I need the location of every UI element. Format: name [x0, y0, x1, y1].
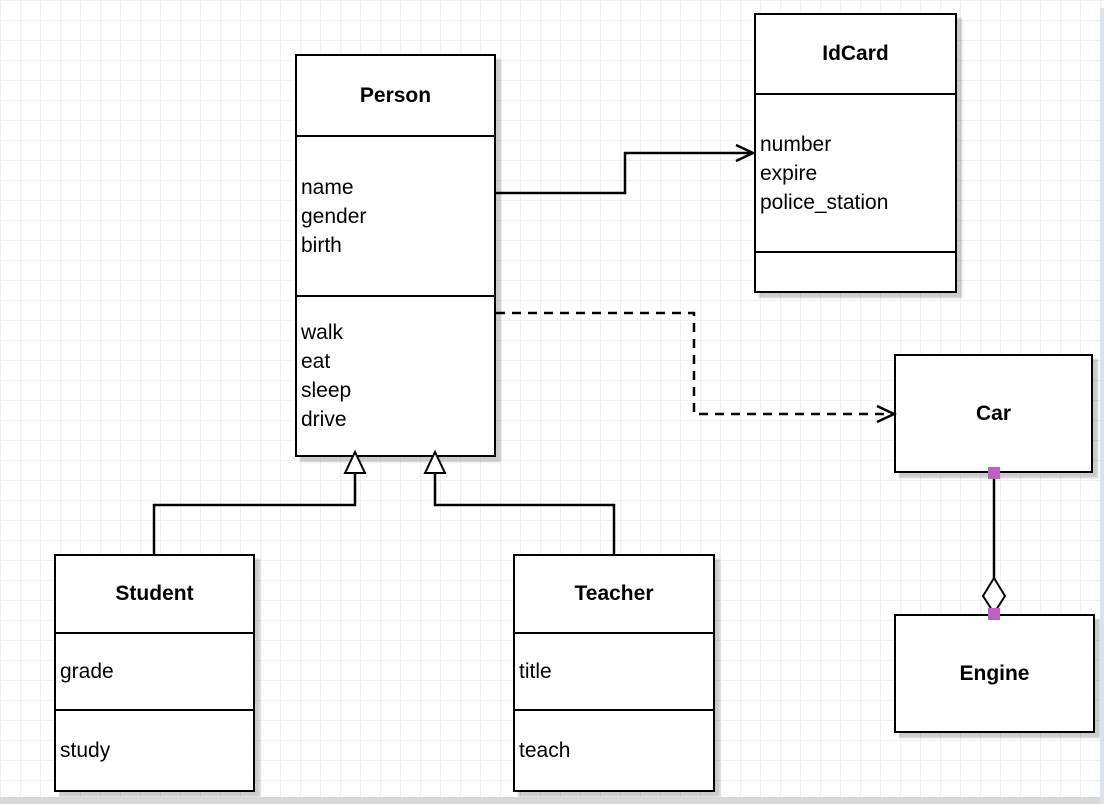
- attribute: grade: [60, 660, 114, 683]
- edge-student-person[interactable]: [152, 449, 367, 554]
- class-teacher-title: Teacher: [574, 582, 654, 605]
- class-engine[interactable]: Engine: [894, 614, 1095, 733]
- edge-teacher-person[interactable]: [423, 449, 616, 554]
- canvas-right-edge: [1100, 8, 1104, 804]
- canvas-bottom-edge: [0, 797, 1104, 804]
- edge-car-engine[interactable]: [981, 467, 1007, 620]
- class-teacher[interactable]: Teacher title teach: [513, 554, 715, 792]
- method: drive: [301, 408, 347, 431]
- attribute: gender: [301, 204, 367, 228]
- class-idcard-methods-empty: [756, 251, 955, 291]
- open-arrow-icon: [735, 143, 756, 163]
- class-person-title: Person: [359, 83, 432, 107]
- class-car-title: Car: [975, 401, 1012, 425]
- method: study: [60, 739, 111, 762]
- attribute: expire: [760, 161, 818, 185]
- open-arrow-icon: [876, 404, 897, 424]
- attribute: number: [760, 132, 832, 156]
- class-person[interactable]: Person name gender birth walk eat sleep …: [295, 54, 496, 457]
- class-engine-title: Engine: [959, 661, 1030, 685]
- attribute: title: [519, 660, 552, 683]
- hollow-diamond-icon: [981, 576, 1007, 615]
- class-car[interactable]: Car: [894, 354, 1093, 473]
- method: sleep: [301, 379, 352, 402]
- attribute: birth: [301, 233, 342, 257]
- edge-person-car[interactable]: [496, 311, 897, 424]
- class-teacher-attributes: title: [515, 632, 713, 709]
- class-idcard-attributes: number expire police_station: [756, 93, 955, 251]
- edge-person-idcard[interactable]: [496, 143, 756, 195]
- class-person-attributes: name gender birth: [297, 135, 494, 295]
- class-student-methods: study: [56, 709, 253, 790]
- class-idcard-title: IdCard: [822, 42, 889, 65]
- attribute: police_station: [760, 190, 889, 214]
- class-student-attributes: grade: [56, 632, 253, 709]
- class-student[interactable]: Student grade study: [54, 554, 255, 792]
- class-person-methods: walk eat sleep drive: [297, 295, 494, 455]
- attribute: name: [301, 175, 354, 199]
- method: walk: [301, 321, 344, 344]
- class-teacher-methods: teach: [515, 709, 713, 790]
- class-student-title: Student: [115, 582, 194, 605]
- class-idcard[interactable]: IdCard number expire police_station: [754, 13, 957, 293]
- method: teach: [519, 739, 571, 762]
- method: eat: [301, 350, 331, 373]
